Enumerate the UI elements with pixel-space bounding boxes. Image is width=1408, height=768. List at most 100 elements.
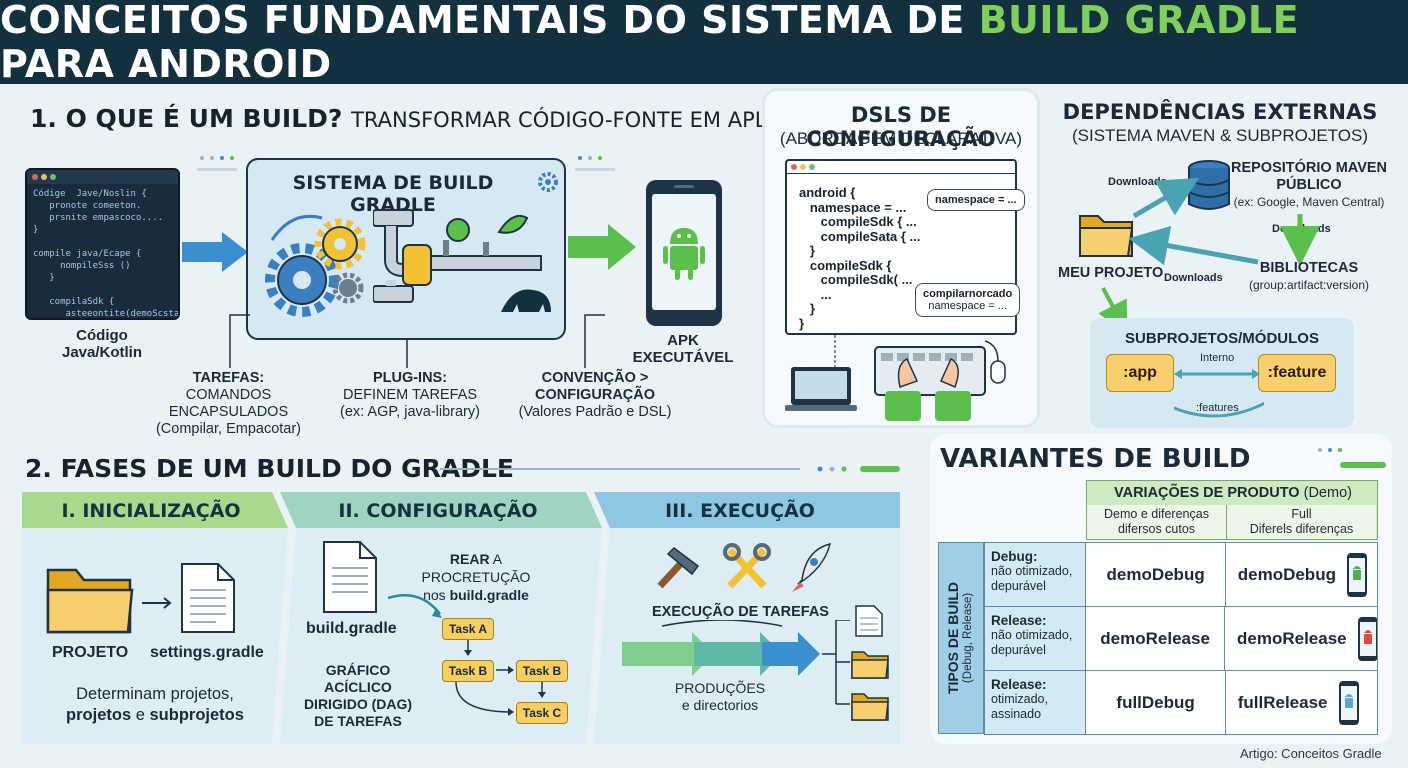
build-gradle-label: build.gradle: [306, 620, 397, 637]
pipeline-icon: [373, 209, 551, 312]
phone-android-icon: [1338, 680, 1359, 725]
build-type-name: Release:: [991, 613, 1047, 628]
downloads-label-1: Downloads: [1108, 176, 1167, 188]
dsl-panel: DSLS DE CONFIGURAÇÃO (ABORDAGEM DECLARAT…: [762, 88, 1040, 428]
task-b-1: Task B: [442, 660, 494, 682]
build-type-cell: Release:otimizado,assinado: [985, 671, 1087, 734]
decor-dots: [197, 156, 237, 171]
flavors-header: VARIAÇÕES DE PRODUTO (Demo) Demo e difer…: [1086, 480, 1378, 540]
build-type-cell: Release:não otimizado,depurável: [985, 607, 1087, 670]
variant-cell-full: fullRelease: [1225, 671, 1377, 734]
build-type-cell: Debug:não otimizado,depurável: [985, 543, 1087, 606]
dsl-code-line: }: [799, 315, 805, 331]
task-c: Task C: [516, 702, 568, 724]
build-type-desc: não otimizado,: [991, 628, 1073, 642]
tarefas-caption: TAREFAS:COMANDOS ENCAPSULADOS(Compilar, …: [155, 370, 302, 437]
module-feature[interactable]: :feature: [1258, 354, 1336, 392]
deps-title: DEPENDÊNCIAS EXTERNAS: [1062, 100, 1378, 124]
apk-label: APK EXECUTÁVEL: [632, 332, 734, 366]
section-1: 1. O QUE É UM BUILD? TRANSFORMAR CÓDIGO-…: [0, 84, 850, 437]
code-line: asteeontite(demoScstaet): [33, 309, 180, 319]
phase-3-title: III. EXECUÇÃO: [665, 500, 815, 522]
dsl-code-line: }: [799, 301, 815, 316]
phone-android-icon: [646, 180, 722, 326]
phase-1-description: Determinam projetos,projetos e subprojet…: [66, 685, 244, 724]
footer-credit: Artigo: Conceitos Gradle: [1240, 746, 1382, 761]
phone-android-icon: [1357, 616, 1377, 661]
dsl-code-line: android {: [799, 185, 856, 200]
variant-cell: demoDebug: [1086, 543, 1226, 606]
folder-icon: [46, 568, 134, 634]
module-app[interactable]: :app: [1106, 354, 1174, 392]
arrow-right-icon: [182, 232, 248, 272]
folder-icon: [851, 651, 889, 679]
plugins-caption: PLUG-INS:DEFINEM TAREFAS(ex: AGP, java-l…: [340, 370, 480, 420]
deps-panel: DEPENDÊNCIAS EXTERNAS (SISTEMA MAVEN & S…: [1048, 84, 1408, 434]
code-line: }: [33, 273, 55, 283]
flavors-title: VARIAÇÕES DE PRODUTO (Demo): [1114, 485, 1352, 501]
task-b-2: Task B: [516, 660, 568, 682]
code-lines: Códige Jave/Noslin { pronote comeeton. p…: [27, 184, 180, 319]
dsl-bubble-namespace: namespace = ...: [927, 189, 1025, 211]
dsl-code-line: }: [799, 243, 815, 258]
dsl-code-line: ...: [799, 286, 832, 302]
variant-cell-label: demoDebug: [1237, 564, 1336, 584]
exec-flow: [622, 620, 850, 705]
task-a: Task A: [442, 618, 494, 640]
gear-icon: [538, 172, 558, 192]
variant-cell: demoRelease: [1086, 607, 1225, 670]
dsl-code-line: compileSata { ...: [799, 228, 921, 244]
dsl-code-line: compileSdk( ...: [799, 272, 913, 287]
subprojects-box: SUBPROJETOS/MÓDULOS :app :feature Intern…: [1090, 318, 1354, 428]
interno-label: Interno: [1200, 352, 1235, 364]
dsl-code-lines: android { namespace = ... compileSdk { .…: [787, 174, 1015, 331]
tools-icons: [657, 542, 832, 592]
deps-subtitle: (SISTEMA MAVEN & SUBPROJETOS): [1072, 126, 1368, 145]
phase-2-title: II. CONFIGURAÇÃO: [338, 500, 538, 522]
variant-cell-label: fullRelease: [1237, 692, 1328, 712]
variant-cell: fullDebug: [1086, 671, 1226, 734]
phase-1-title: I. INICIALIZAÇÃO: [61, 500, 241, 522]
code-line: prsnite empascoco....: [33, 213, 164, 223]
build-type-desc: depurável: [991, 643, 1046, 657]
decor-dots: [575, 156, 615, 171]
subprojects-title: SUBPROJETOS/MÓDULOS: [1125, 330, 1319, 347]
document-icon: [323, 541, 377, 613]
libraries-label: BIBLIOTECAS(group:artifact:version): [1248, 260, 1370, 292]
section-1-heading: 1. O QUE É UM BUILD? TRANSFORMAR CÓDIGO-…: [30, 104, 850, 133]
dsl-title: DSLS DE CONFIGURAÇÃO: [806, 103, 996, 151]
settings-gradle-label: settings.gradle: [150, 644, 264, 661]
arrow-right-icon: [142, 597, 172, 609]
code-line: pronote comeeton.: [33, 201, 142, 211]
build-type-desc: otimizado,: [991, 692, 1048, 706]
dsl-code-line: compileSdk { ...: [799, 214, 917, 229]
exec-tasks-label: EXECUÇÃO DE TAREFAS: [652, 604, 829, 620]
page-title: CONCEITOS FUNDAMENTAIS DO SISTEMA DE BUI…: [0, 0, 1300, 86]
variants-panel: VARIANTES DE BUILD VARIAÇÕES DE PRODUTO …: [930, 434, 1392, 744]
laptop-keyboard-icon: [785, 335, 1006, 421]
code-editor: Códige Jave/Noslin { pronote comeeton. p…: [25, 168, 180, 320]
build-type-name: Release:: [991, 677, 1047, 692]
build-type-name: Debug:: [991, 549, 1038, 564]
code-line: compile java/Ecape {: [33, 249, 142, 259]
dag-arrows: [387, 594, 546, 716]
build-type-desc: não otimizado,: [991, 564, 1073, 578]
title-bar: CONCEITOS FUNDAMENTAIS DO SISTEMA DE BUI…: [0, 0, 1408, 86]
code-line: Códige Jave/Noslin {: [33, 189, 147, 199]
dsl-code-line: namespace = ...: [799, 199, 907, 215]
folder-icon: [851, 693, 889, 721]
downloads-label-3: Downloads: [1164, 272, 1223, 284]
code-line: [33, 236, 172, 248]
projeto-label: PROJETO: [52, 644, 129, 661]
build-types-axis: TIPOS DE BUILD(Debug, Release): [938, 542, 984, 734]
